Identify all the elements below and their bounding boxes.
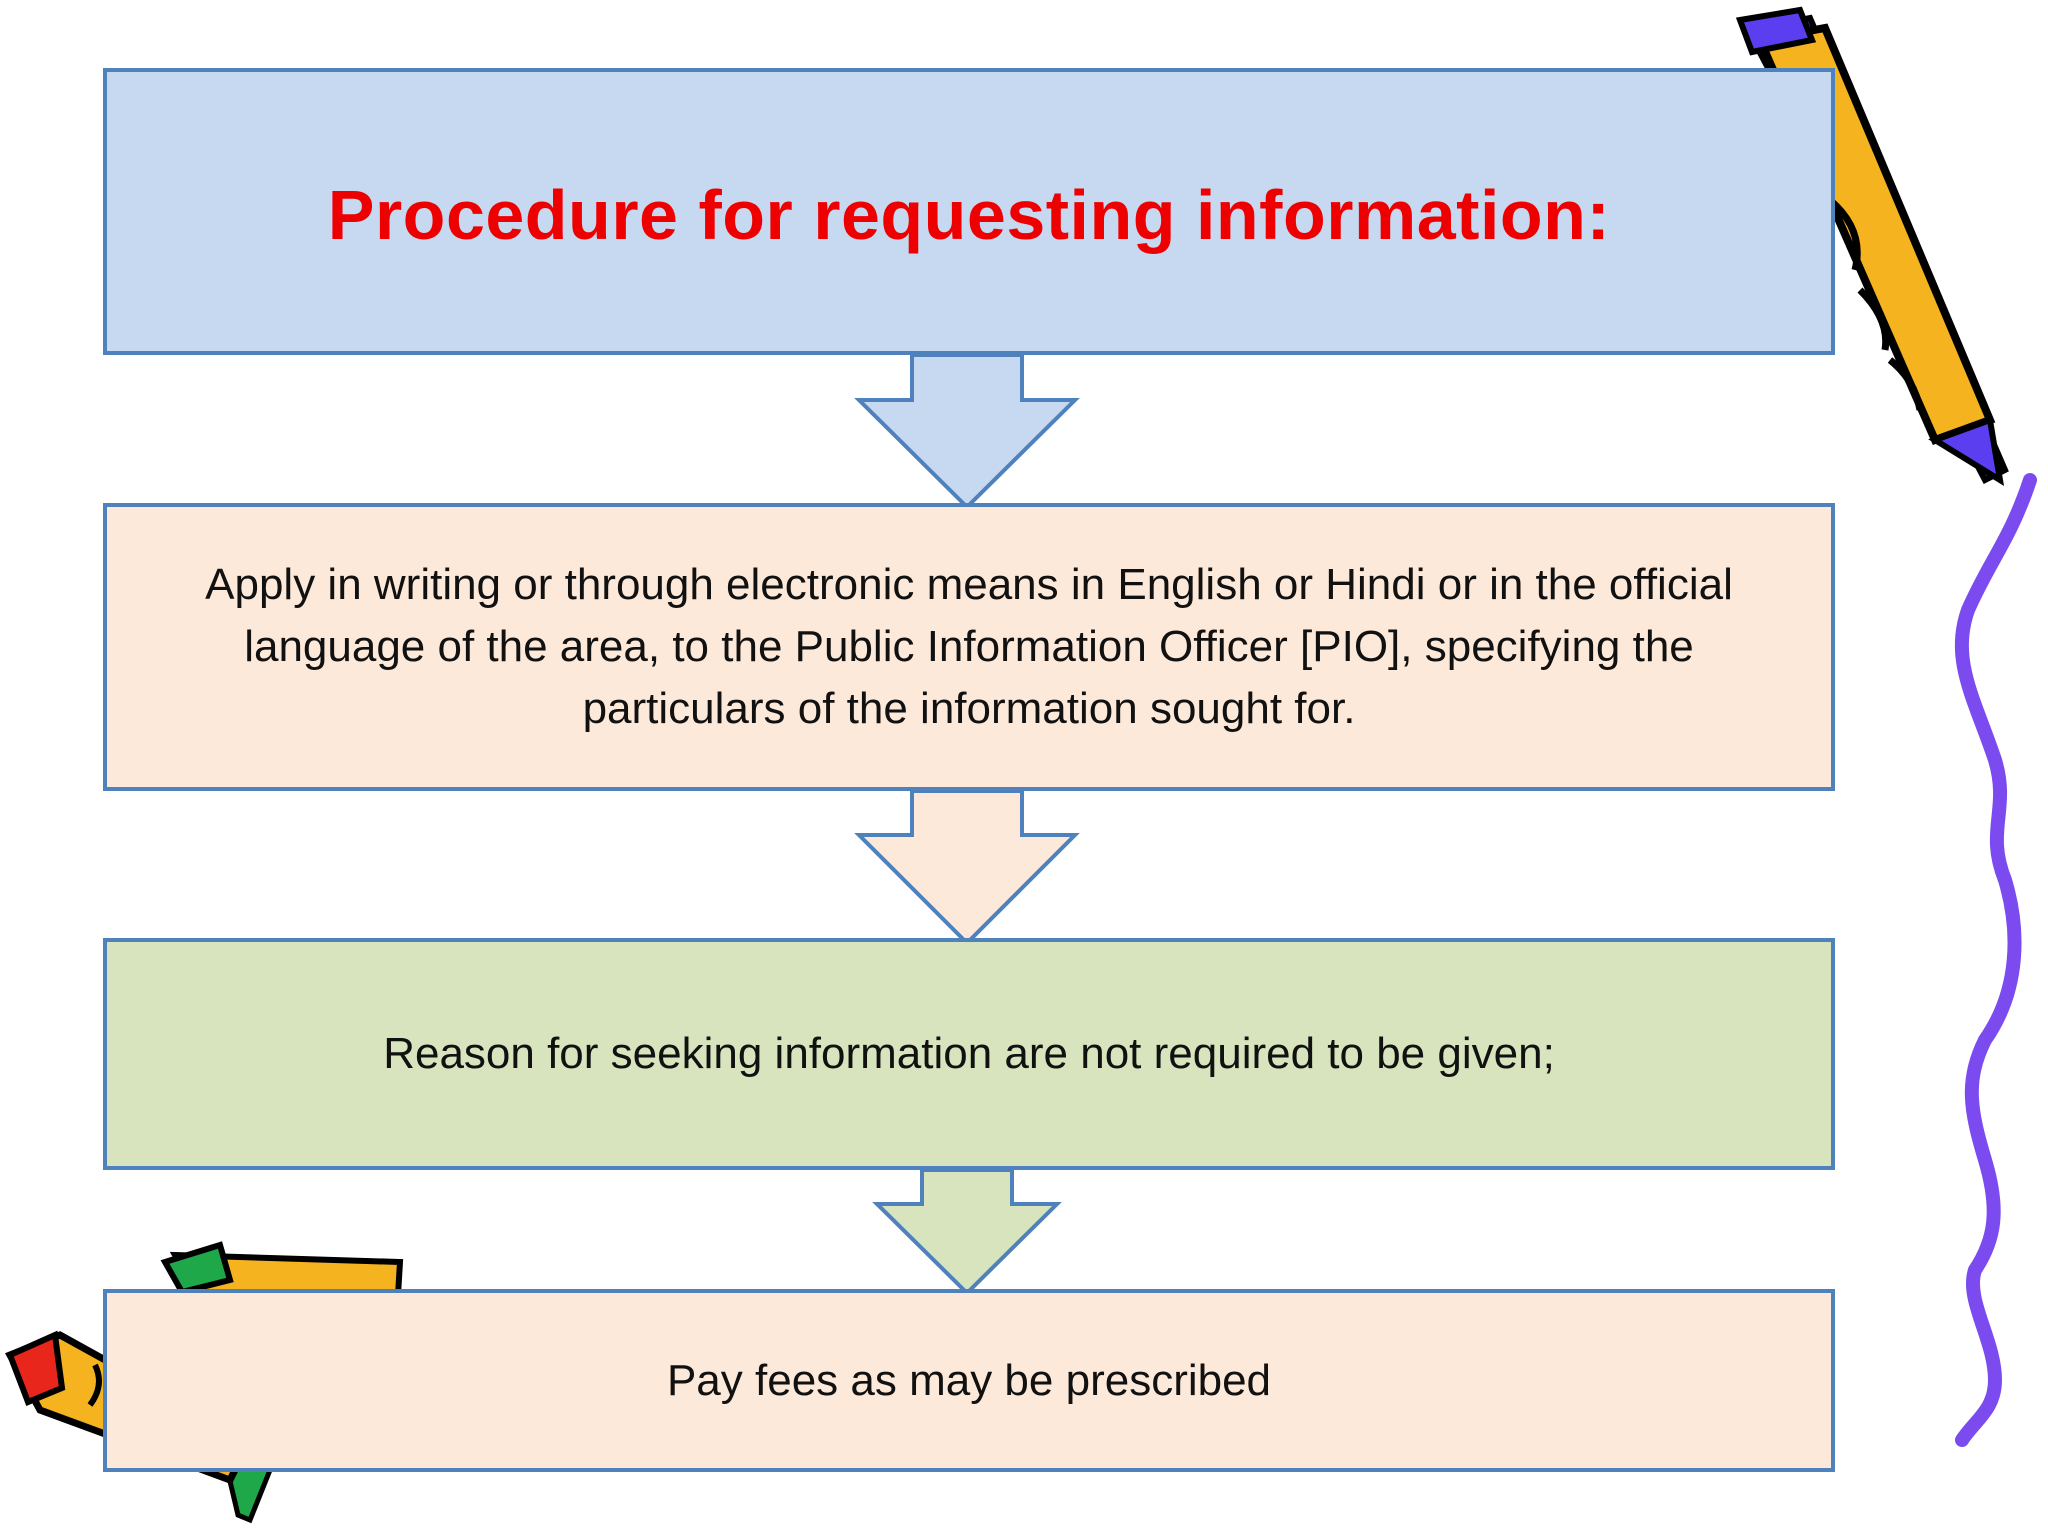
step-box-apply: Apply in writing or through electronic m… [103,503,1835,791]
step-box-fees: Pay fees as may be prescribed [103,1289,1835,1472]
squiggle-line [1954,473,2037,1447]
arrow-down [872,1168,1062,1296]
arrow-down [854,353,1080,510]
step-text: Apply in writing or through electronic m… [205,560,1733,733]
step-text: Pay fees as may be prescribed [666,1355,1272,1405]
step-box-reason: Reason for seeking information are not r… [103,938,1835,1170]
arrow-down [854,789,1080,946]
step-text: Reason for seeking information are not r… [383,1029,1555,1078]
flowchart-title: Procedure for requesting information: [327,175,1611,254]
flowchart-title-box: Procedure for requesting information: [103,68,1835,355]
